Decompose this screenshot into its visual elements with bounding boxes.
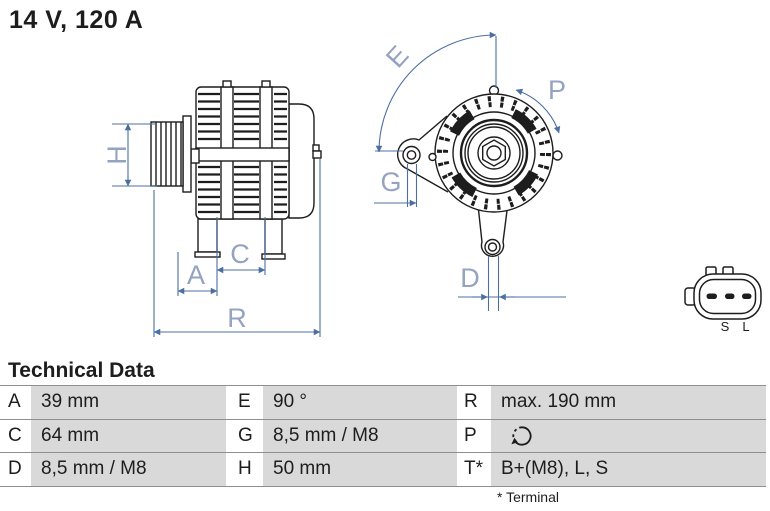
shaft-hex-nut (482, 139, 506, 167)
dim-value-C: 64 mm (31, 419, 226, 452)
dim-value-E: 90 ° (263, 386, 457, 419)
dimension-R (153, 158, 321, 337)
dimension-label-E: E (380, 40, 414, 73)
front-view-dimensions (374, 31, 566, 311)
table-title: Technical Data (8, 358, 155, 382)
dim-key-H: H (226, 453, 263, 486)
claw-pole-blocks (445, 104, 543, 202)
dim-key-D: D (0, 453, 31, 486)
dim-key-E: E (226, 386, 263, 419)
dim-value-H: 50 mm (263, 453, 457, 486)
dim-key-R: R (457, 386, 491, 419)
side-view-dimensions (112, 123, 321, 337)
dimension-label-C: C (230, 239, 250, 269)
dimension-D (458, 256, 566, 311)
dimension-label-P: P (548, 75, 566, 105)
table-row: D 8,5 mm / M8 H 50 mm T* B+(M8), L, S (0, 452, 766, 487)
plug-connector (684, 266, 762, 320)
connector-inner (698, 278, 757, 315)
vent-slots-inner (443, 102, 545, 204)
dim-key-P: P (457, 419, 491, 452)
dimension-A (177, 217, 218, 296)
dim-value-R: max. 190 mm (491, 386, 766, 419)
dimension-H (112, 123, 157, 187)
dimension-label-D: D (460, 263, 480, 293)
terminal-stud (312, 144, 322, 159)
dimension-E (375, 31, 497, 153)
connector-pins (706, 293, 752, 299)
pulley (150, 115, 200, 193)
dim-key-A: A (0, 386, 31, 419)
dimension-label-A: A (187, 260, 205, 290)
dim-value-T: B+(M8), L, S (491, 453, 766, 486)
stator-band (195, 147, 290, 162)
right-lug (552, 150, 563, 161)
rotation-direction-icon (511, 426, 532, 446)
dimension-C (216, 217, 266, 275)
dimension-label-R: R (227, 303, 247, 333)
product-spec-title: 14 V, 120 A (9, 6, 144, 34)
alternator-side-view (150, 80, 322, 260)
technical-drawing: H A C R (102, 31, 762, 337)
dim-value-D: 8,5 mm / M8 (31, 453, 226, 486)
terminal-footnote: * Terminal (497, 489, 559, 505)
dim-key-G: G (226, 419, 263, 452)
dimension-P (515, 88, 561, 134)
dim-value-P (491, 419, 766, 452)
technical-data-section: Technical Data A 39 mm E 90 ° R max. 190… (0, 356, 766, 487)
table-row: C 64 mm G 8,5 mm / M8 P (0, 418, 766, 452)
dim-value-A: 39 mm (31, 386, 226, 419)
connector-pin-label-s: S (721, 319, 730, 334)
cooling-fins (198, 92, 287, 214)
connector-pin-label-l: L (742, 319, 749, 334)
foot-holes (484, 238, 501, 256)
rear-end-cap (288, 103, 315, 219)
dim-key-C: C (0, 419, 31, 452)
dimension-label-G: G (380, 167, 401, 197)
vent-slots-outer (437, 96, 551, 210)
table-row: A 39 mm E 90 ° R max. 190 mm (0, 385, 766, 419)
dimension-label-H: H (102, 145, 132, 165)
alternator-front-view (396, 85, 563, 257)
dim-key-T: T* (457, 453, 491, 486)
dimension-G (374, 164, 418, 207)
dim-value-G: 8,5 mm / M8 (263, 419, 457, 452)
